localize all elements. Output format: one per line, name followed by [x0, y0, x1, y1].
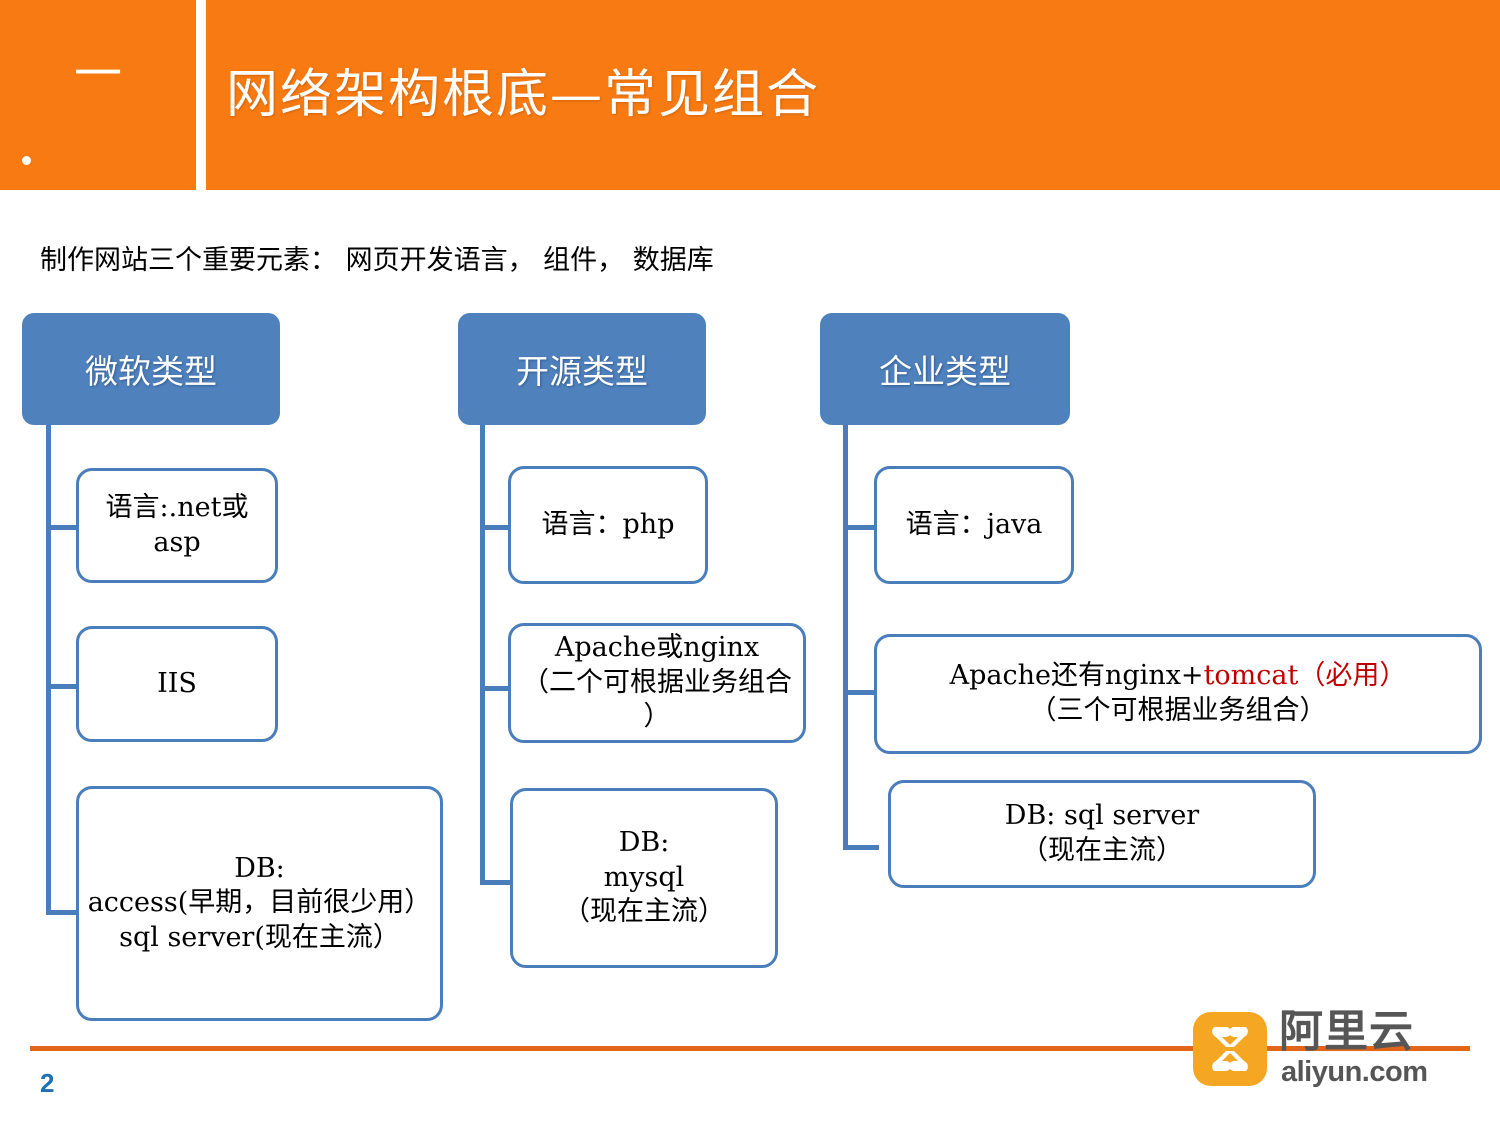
connector-trunk-col1	[46, 425, 51, 915]
connector-branch-col3-node1	[843, 525, 879, 530]
node-line: sql server(现在主流）	[119, 921, 400, 953]
node-col3-webserver[interactable]: Apache还有nginx+tomcat（必用） （三个可根据业务组合）	[874, 634, 1482, 754]
footer-divider-rule	[30, 1046, 1470, 1051]
connector-trunk-col2	[480, 425, 485, 885]
node-line: ）	[643, 701, 671, 733]
connector-trunk-col3	[843, 425, 848, 850]
column-header-label: 微软类型	[85, 352, 217, 391]
column-header-enterprise[interactable]: 企业类型	[820, 313, 1070, 425]
column-header-label: 企业类型	[879, 352, 1011, 391]
page-number: 2	[40, 1068, 55, 1098]
page-title: 网络架构根底—常见组合	[226, 65, 821, 125]
node-line: access(早期，目前很少用）	[87, 887, 432, 919]
node-line: DB:	[618, 827, 670, 859]
node-col2-webserver[interactable]: Apache或nginx （二个可根据业务组合 ）	[508, 623, 806, 743]
aliyun-logo-en: aliyun.com	[1281, 1056, 1428, 1088]
connector-branch-col2-node2	[480, 686, 514, 691]
subtitle-text: 制作网站三个重要元素： 网页开发语言， 组件， 数据库	[40, 245, 714, 276]
node-line: （二个可根据业务组合	[522, 666, 792, 698]
node-line: （现在主流）	[563, 896, 725, 928]
node-line: 语言：php	[541, 508, 675, 540]
node-col1-webserver[interactable]: IIS	[76, 626, 278, 742]
node-col3-database[interactable]: DB: sql server （现在主流）	[888, 780, 1316, 888]
cloud-icon	[1212, 1027, 1248, 1071]
node-line: DB:	[234, 852, 285, 884]
aliyun-logo: 阿里云 aliyun.com	[1193, 1008, 1483, 1094]
aliyun-logo-mark	[1193, 1012, 1267, 1086]
header-bullet-dot	[22, 156, 31, 165]
header-number-block: 一	[0, 0, 196, 190]
connector-branch-col3-node3	[843, 845, 879, 850]
column-header-opensource[interactable]: 开源类型	[458, 313, 706, 425]
connector-branch-col2-node3	[480, 880, 514, 885]
node-line-red: tomcat（必用）	[1203, 660, 1407, 692]
node-col2-language[interactable]: 语言：php	[508, 466, 708, 584]
column-header-label: 开源类型	[516, 352, 648, 391]
node-line-black: Apache还有nginx+	[949, 660, 1204, 692]
node-col2-database[interactable]: DB: mysql （现在主流）	[510, 788, 778, 968]
column-header-microsoft[interactable]: 微软类型	[22, 313, 280, 425]
node-line: DB: sql server	[1004, 800, 1200, 832]
node-line: （三个可根据业务组合）	[1029, 695, 1327, 726]
node-line: IIS	[157, 667, 197, 699]
connector-branch-col1-node1	[46, 525, 82, 530]
aliyun-logo-cn: 阿里云	[1279, 1006, 1414, 1057]
node-line: asp	[153, 526, 201, 558]
connector-branch-col3-node2	[843, 690, 879, 695]
node-col1-language[interactable]: 语言:.net或 asp	[76, 468, 278, 583]
node-line: 语言:.net或	[105, 491, 249, 523]
node-line: （现在主流）	[1021, 835, 1183, 866]
node-line: mysql	[603, 861, 685, 893]
header-title-block: 网络架构根底—常见组合	[206, 0, 1500, 190]
node-line: Apache或nginx	[554, 632, 760, 664]
node-line: 语言：java	[905, 508, 1043, 540]
node-col1-database[interactable]: DB: access(早期，目前很少用） sql server(现在主流）	[76, 786, 443, 1021]
node-col3-language[interactable]: 语言：java	[874, 466, 1074, 584]
connector-branch-col2-node1	[480, 525, 514, 530]
node-line-mixed: Apache还有nginx+tomcat（必用）	[950, 659, 1407, 694]
connector-branch-col1-node2	[46, 684, 82, 689]
header-section-number: 一	[73, 46, 122, 102]
connector-branch-col1-node3	[46, 910, 82, 915]
